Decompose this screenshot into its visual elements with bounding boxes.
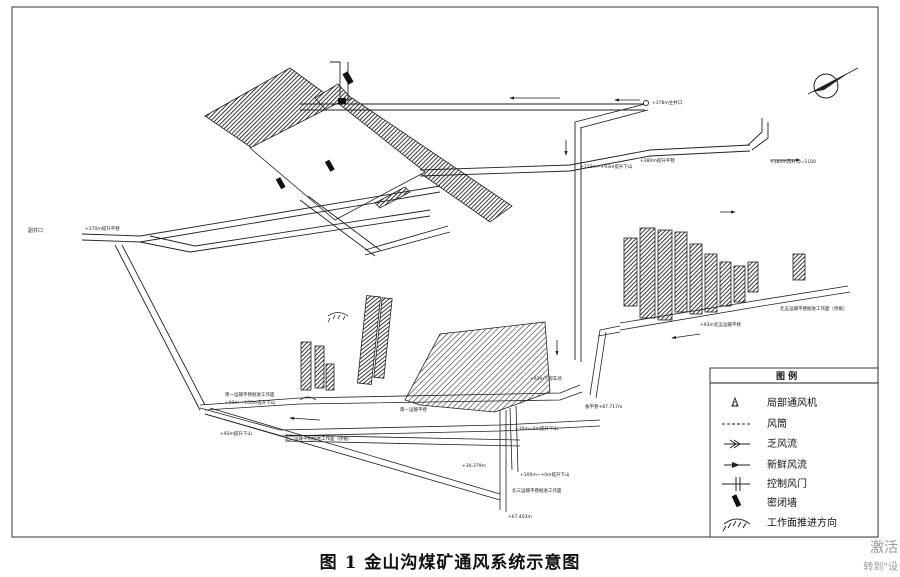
control-door-icon — [733, 477, 743, 491]
south-workings — [199, 295, 601, 512]
label-main-shaft: +378m主井口 — [652, 99, 682, 106]
roadway-lower-west — [139, 209, 431, 253]
legend-item-return-airflow: 乏风流 — [724, 437, 797, 450]
east-panel — [733, 265, 746, 303]
east-panel — [747, 261, 759, 293]
legend-label: 局部通风机 — [767, 396, 817, 409]
label-decline-93: +93m~-100m提升下山 — [225, 399, 276, 406]
legend-label: 密闭墙 — [767, 496, 797, 509]
label-center-level: +380m提升平巷 — [640, 157, 675, 164]
east-panel — [792, 253, 806, 281]
legend-label: 风筒 — [767, 417, 787, 430]
nw-seals — [275, 71, 354, 190]
south-goaf-large — [404, 321, 551, 413]
roadway-main-west — [81, 185, 441, 243]
roadway-north-link — [300, 103, 645, 111]
label-decline-100: +100m~+0m提升下山 — [520, 471, 570, 478]
face-advance-icon — [722, 518, 751, 532]
main-incline — [574, 100, 649, 362]
seal-wall — [275, 177, 286, 190]
flow-arrow — [289, 416, 321, 421]
goaf-panel-open — [249, 102, 426, 221]
legend-item-fresh-airflow: 新鲜风流 — [724, 458, 807, 471]
return-shaft — [747, 118, 769, 151]
east-panel — [657, 229, 673, 321]
south-level-1 — [199, 384, 583, 411]
south-panel — [325, 363, 335, 391]
diagram-labels: 副井口 +370m提升平巷 +378m主井口 +380m风井 Q=1100 +3… — [28, 99, 848, 520]
label-return-shaft: +380m风井 Q=1100 — [770, 158, 816, 165]
label-aux-level: +370m提升平巷 — [85, 225, 120, 232]
legend-item-air-duct: 风筒 — [722, 417, 787, 430]
nw-roadways — [81, 61, 751, 411]
label-level-87: 备平巷+87.717m — [585, 403, 622, 410]
figure-caption: 图 1 金山沟煤矿通风系统示意图 — [319, 553, 581, 573]
drawing-frame — [11, 6, 879, 538]
roadway-cross1 — [299, 195, 381, 257]
south-level-4 — [204, 407, 501, 501]
label-decline-30: +30m~0m提升下山 — [515, 425, 558, 432]
roadway-main-return — [419, 144, 751, 177]
south-decline — [499, 405, 519, 512]
legend-title: 图 例 — [776, 370, 797, 382]
east-panel — [674, 231, 688, 313]
legend-item-seal-wall: 密闭墙 — [731, 494, 797, 509]
label-aux-shaft: 副井口 — [28, 227, 43, 234]
east-roadway — [619, 285, 851, 331]
label-station-93: +93m下部车场 — [530, 375, 562, 382]
roadway-cross2 — [364, 225, 451, 256]
seal-wall — [338, 98, 346, 104]
south-panel — [356, 295, 382, 385]
legend-box — [709, 367, 879, 538]
label-south-face3: 北三运输平巷掘进工作面 — [512, 487, 562, 494]
label-north5-face: 北五运输平巷掘进工作面（停掘） — [780, 305, 848, 312]
label-main-incline: +373m~+93m提升下山 — [580, 163, 633, 170]
incline-upper — [574, 103, 649, 129]
label-level-67: +67.403m — [508, 514, 532, 520]
seal-wall — [342, 71, 354, 85]
seal-wall-icon — [731, 494, 742, 508]
return-airflow-icon — [729, 439, 741, 449]
legend-item-control-door: 控制风门 — [722, 477, 807, 491]
incline-shaft — [574, 122, 582, 362]
face-advance-marks — [299, 312, 349, 401]
label-south-face2: 北二运输平巷掘进工作面（停掘） — [285, 435, 353, 442]
label-decline-left: +93m提升下山 — [220, 430, 252, 437]
activation-watermark-hint: 转到"设 — [863, 562, 898, 573]
east-feeder — [589, 325, 621, 399]
legend-item-face-advance: 工作面推进方向 — [722, 516, 837, 532]
legend-label: 控制风门 — [767, 477, 807, 490]
east-panel — [623, 237, 638, 307]
east-panel — [719, 261, 732, 307]
south-panel — [373, 297, 393, 379]
legend-item-local-fan: 局部通风机 — [731, 396, 817, 409]
east-panel — [689, 243, 703, 315]
seal-wall — [324, 159, 335, 172]
east-panel — [704, 253, 718, 313]
label-south-face1: 南一运输平巷掘进工作面 — [225, 391, 275, 398]
legend-label: 新鲜风流 — [767, 458, 807, 471]
legend-label: 工作面推进方向 — [767, 516, 837, 529]
south-panel — [300, 341, 312, 391]
roadway-west-drop — [114, 244, 206, 411]
legend: 图 例 局部通风机 风筒 乏风流 新鲜风流 控制风门 密闭墙 — [709, 367, 879, 538]
main-shaft-mark — [643, 100, 649, 106]
label-south-haulage1: 南一运输平巷 — [400, 406, 427, 413]
north-arrow-icon — [807, 67, 859, 99]
activation-watermark: 激活 — [870, 540, 898, 556]
east-panel — [639, 227, 656, 319]
east-workings — [589, 227, 851, 399]
flow-arrow — [671, 333, 701, 340]
label-north5-level: +93m北五运输平巷 — [700, 321, 741, 328]
fresh-airflow-icon — [732, 462, 740, 468]
legend-label: 乏风流 — [767, 437, 797, 450]
nw-workings — [204, 67, 513, 223]
label-level-30: +30.379m — [462, 463, 486, 469]
south-panel — [314, 345, 325, 389]
